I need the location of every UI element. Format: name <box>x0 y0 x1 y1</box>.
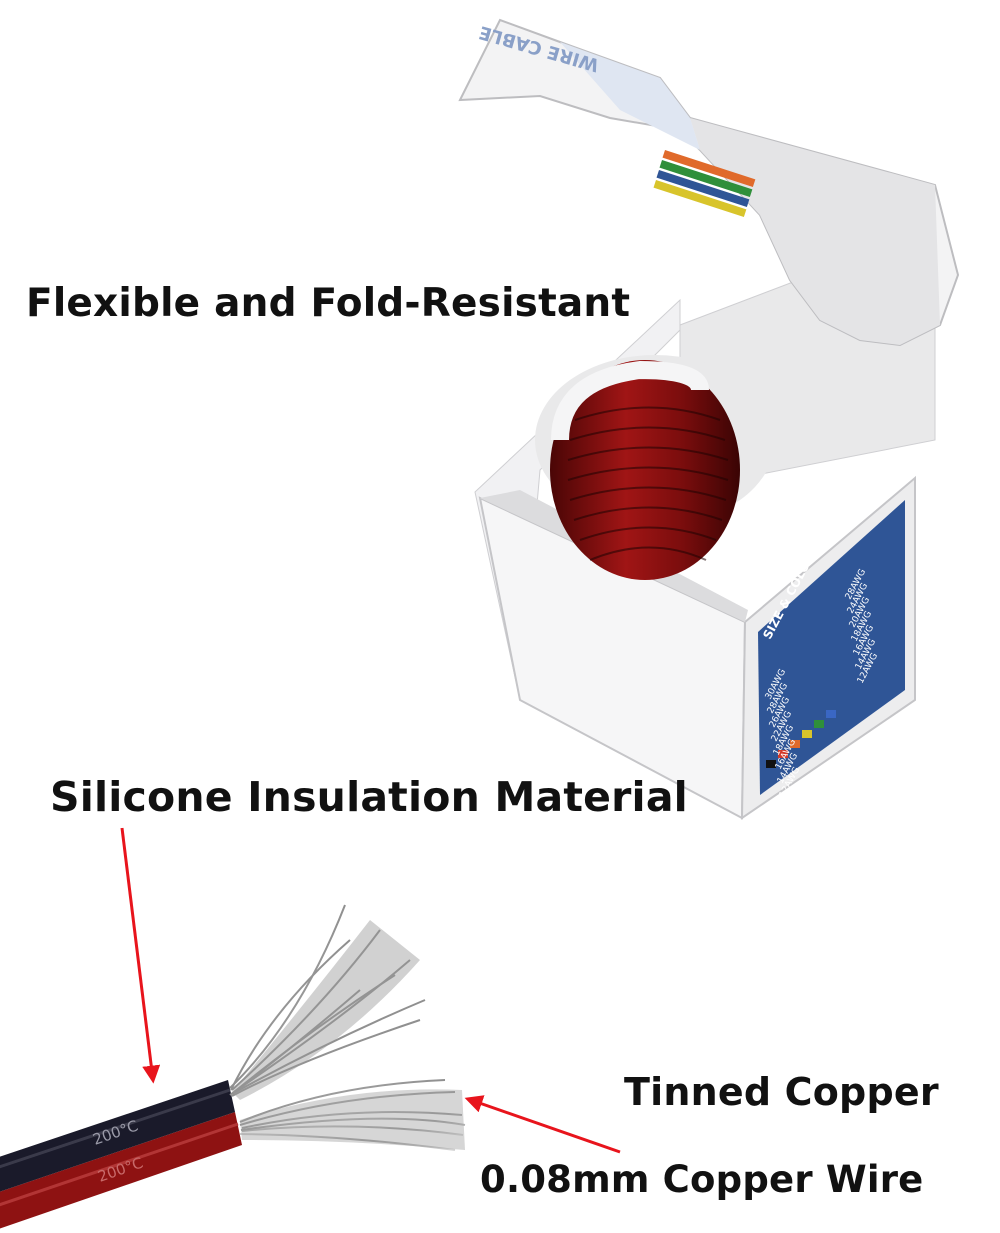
lower-strands <box>239 1079 466 1151</box>
insulation-arrow <box>120 827 161 1084</box>
size-color-panel <box>758 500 905 795</box>
red-wire <box>0 1112 242 1229</box>
upper-strands <box>229 904 426 1097</box>
cable-box <box>458 18 960 820</box>
label-flexible: Flexible and Fold-Resistant <box>26 281 631 326</box>
label-tinned-copper: Tinned Copper <box>624 1070 939 1114</box>
wire-spool <box>535 355 775 580</box>
label-insulation: Silicone Insulation Material <box>50 773 688 821</box>
copper-wire-arrow <box>464 1095 621 1154</box>
panel-swatches <box>766 710 836 768</box>
box-lid <box>458 18 960 347</box>
silicone-cable: 200°C 200°C <box>0 904 466 1229</box>
label-copper-wire: 0.08mm Copper Wire <box>480 1158 924 1201</box>
